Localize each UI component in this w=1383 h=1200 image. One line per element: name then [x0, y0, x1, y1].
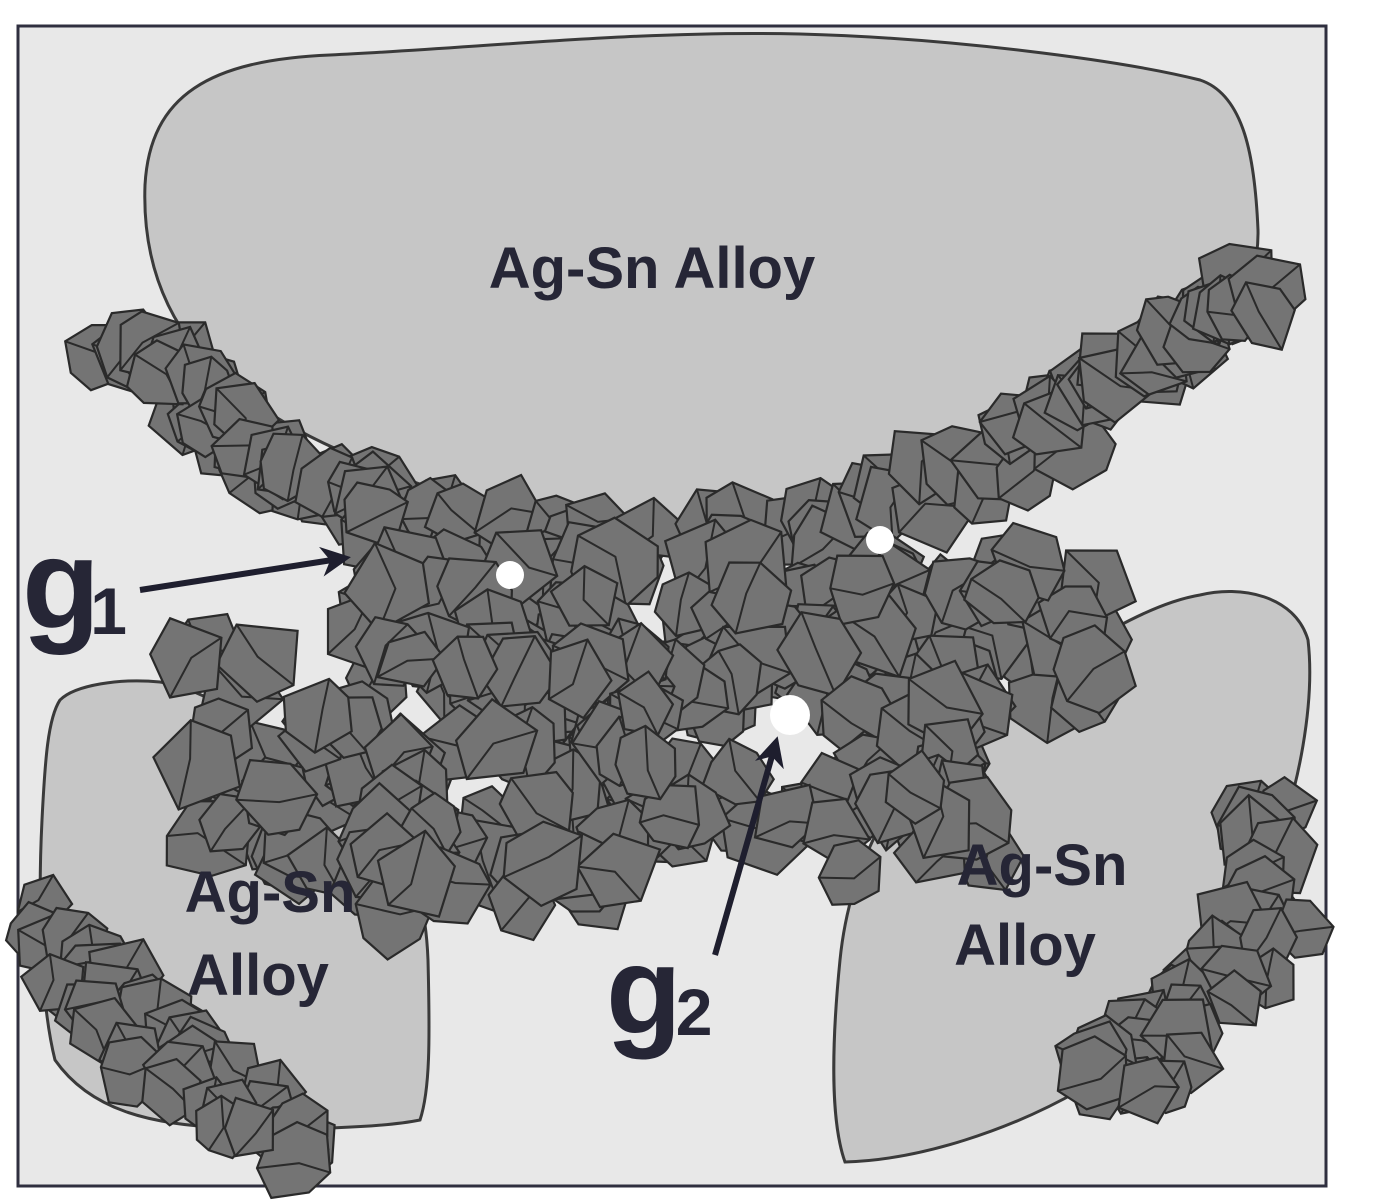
left-alloy-label-line1: Ag-Sn — [185, 860, 356, 925]
gap-g1-letter: g — [22, 513, 100, 656]
gamma1-crystals — [4, 242, 1335, 1200]
gamma1-crystal-facet — [1120, 371, 1187, 383]
gamma1-crystal — [376, 829, 457, 918]
gamma1-crystal-facet — [803, 834, 870, 845]
gamma1-crystal-facet — [577, 534, 627, 607]
gamma1-crystal-facet — [234, 1109, 274, 1157]
gamma1-crystal — [616, 670, 675, 737]
gamma1-crystal-facet — [373, 542, 397, 632]
gamma1-crystal-facet — [313, 678, 331, 753]
gamma1-crystal-facet — [1207, 990, 1257, 1027]
gamma1-crystal-facet — [639, 814, 700, 826]
gamma1-crystal-facet — [410, 807, 448, 855]
gamma1-crystal-facet — [169, 636, 222, 698]
gamma1-crystal-facet — [286, 434, 304, 502]
gamma1-crystal-facet — [887, 773, 941, 810]
gamma1-crystal-facet — [970, 578, 1027, 623]
gamma1-crystal-facet — [503, 834, 583, 879]
gamma1-crystal-facet — [39, 953, 55, 1012]
right-alloy-label-line2: Alloy — [954, 913, 1096, 978]
void-gap — [770, 695, 810, 735]
gamma1-crystal — [817, 839, 882, 906]
gamma1-crystal-facet — [510, 777, 570, 832]
gamma1-crystal-facet — [456, 636, 480, 699]
gamma1-crystal-facet — [675, 572, 690, 637]
gamma1-crystal — [963, 559, 1040, 625]
svg-text:g2: g2 — [606, 922, 712, 1060]
gamma1-crystal-facet — [1066, 650, 1126, 702]
gamma1-crystal-facet — [830, 582, 895, 596]
gamma1-crystal — [614, 724, 677, 801]
gamma1-crystal-facet — [844, 615, 901, 678]
gap-g2-subscript: 2 — [676, 975, 713, 1049]
gamma1-crystal-facet — [465, 729, 538, 780]
gamma1-crystal-facet — [548, 639, 589, 700]
gamma1-crystal-facet — [717, 650, 740, 715]
gamma1-crystal-facet — [210, 661, 284, 701]
gamma1-crystal — [148, 616, 223, 699]
gap-g2-label: g2 — [606, 922, 712, 1060]
gamma1-crystal — [215, 623, 299, 704]
gap-g1-arrow — [139, 546, 351, 593]
top-alloy-label: Ag-Sn Alloy — [489, 236, 816, 301]
gap-g2-arrow — [712, 736, 784, 956]
gamma1-crystal — [547, 638, 613, 720]
gamma1-crystal-facet — [734, 562, 762, 634]
gamma1-crystal — [454, 697, 539, 781]
gamma1-crystal-facet — [436, 492, 481, 535]
gamma1-crystal-facet — [500, 635, 536, 707]
gamma1-crystal-facet — [235, 624, 295, 686]
gamma1-crystal-facet — [1057, 1055, 1127, 1092]
void-gap — [866, 526, 894, 554]
gamma1-crystal-facet — [728, 738, 761, 802]
gamma1-crystal-facet — [1166, 1033, 1224, 1070]
gamma1-crystal-facet — [818, 856, 882, 880]
gamma1-crystal-facet — [236, 793, 318, 804]
gamma1-crystal-facet — [166, 832, 247, 867]
gamma1-crystal-facet — [991, 548, 1065, 572]
gamma1-crystal-facet — [1049, 610, 1108, 640]
gamma1-crystal-facet — [346, 501, 409, 534]
gamma1-crystal — [575, 832, 662, 909]
gamma1-crystal-facet — [577, 865, 642, 902]
gamma1-crystal — [343, 481, 410, 544]
gamma1-crystal-facet — [800, 611, 837, 697]
gamma1-crystal-facet — [256, 1162, 331, 1174]
gamma1-crystal-facet — [207, 1095, 225, 1151]
svg-text:g1: g1 — [22, 513, 127, 656]
gamma1-crystal-facet — [1117, 1085, 1179, 1109]
gamma1-crystal-facet — [387, 830, 427, 906]
gamma1-crystal-facet — [1245, 281, 1283, 351]
right-alloy-label-line1: Ag-Sn — [957, 833, 1128, 898]
left-alloy-label-line2: Alloy — [187, 943, 329, 1008]
gamma1-crystal-facet — [582, 566, 610, 626]
gap-g1-label: g1 — [22, 513, 127, 656]
gamma1-crystal-facet — [373, 623, 409, 685]
gamma1-crystal-facet — [908, 678, 983, 715]
gamma1-crystal-facet — [177, 720, 192, 810]
void-gap — [496, 561, 524, 589]
gamma1-crystal — [375, 630, 446, 688]
gamma1-crystal — [1206, 968, 1262, 1027]
gamma1-crystal-facet — [644, 725, 662, 800]
gamma1-crystal-facet — [448, 561, 497, 617]
gap-g1-subscript: 1 — [90, 574, 127, 648]
gamma1-crystal — [223, 1096, 275, 1158]
gamma1-crystal-facet — [495, 532, 558, 577]
gamma1-crystal-facet — [119, 322, 180, 371]
gamma1-crystal-facet — [1023, 402, 1082, 449]
gap-g2-letter: g — [606, 922, 682, 1060]
gamma1-crystal — [152, 718, 242, 811]
gamma1-crystal-facet — [617, 691, 659, 736]
